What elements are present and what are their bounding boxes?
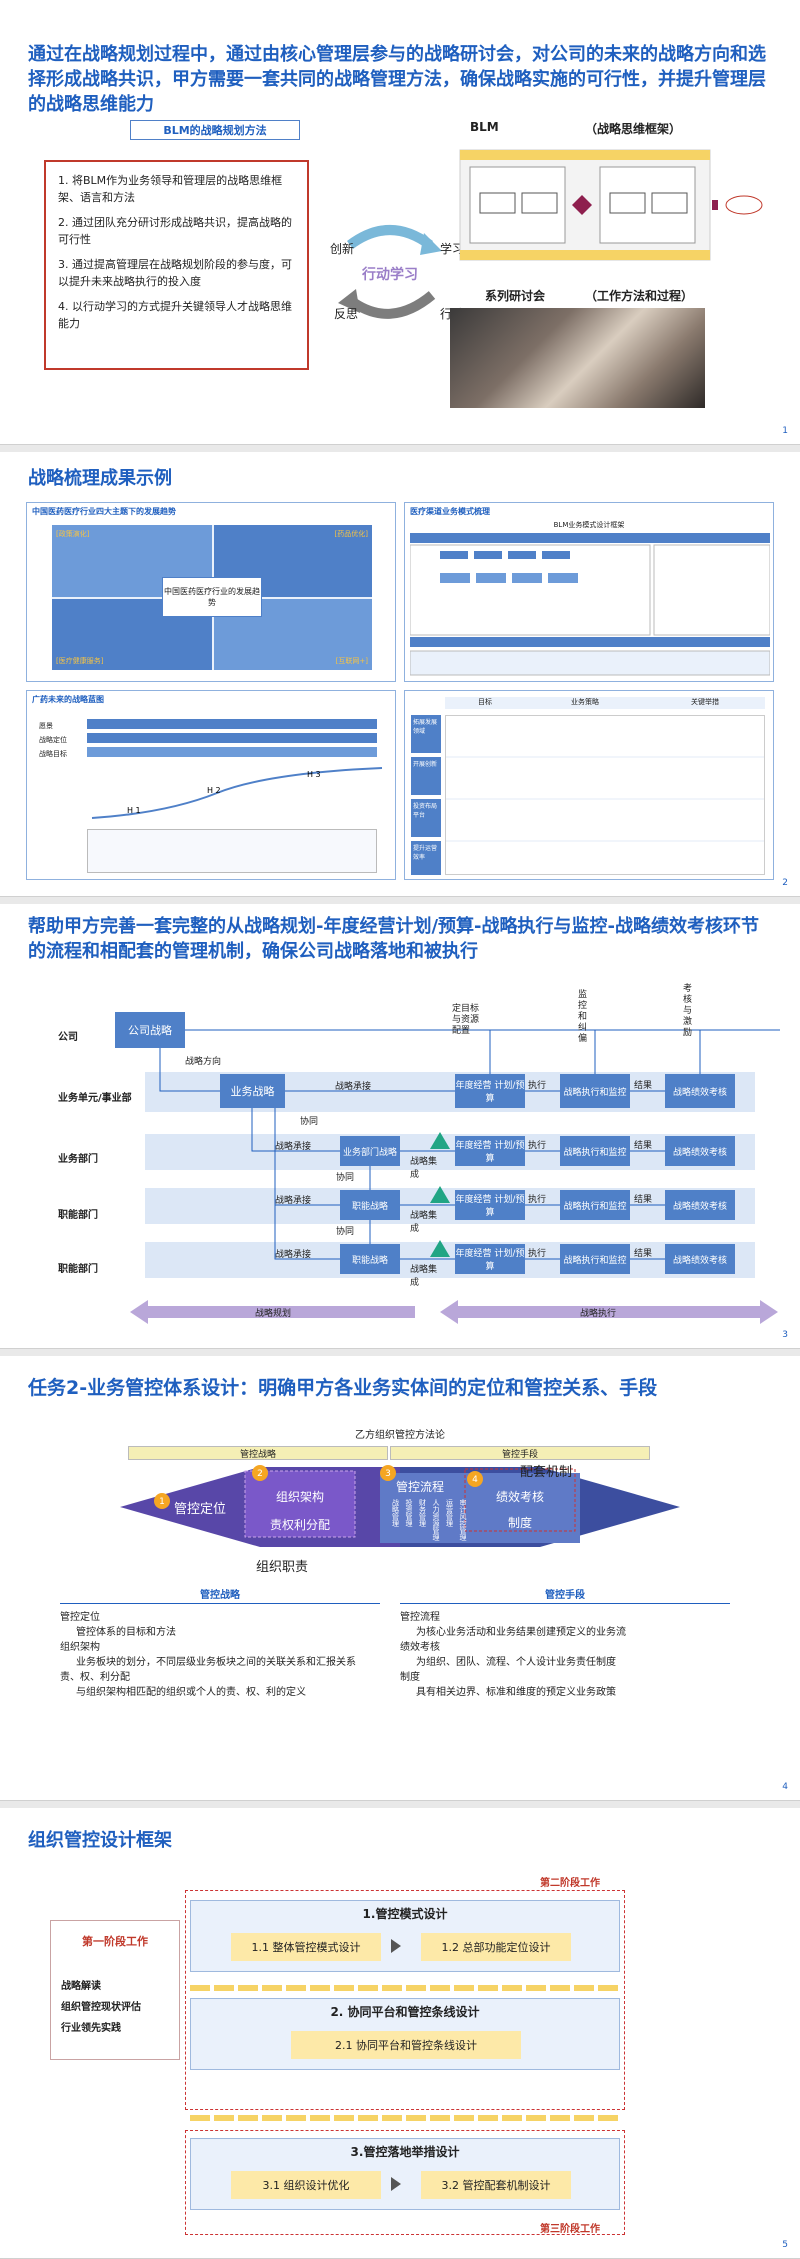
label-coord: 协同: [336, 1224, 354, 1237]
cycle-center-label: 行动学习: [361, 266, 418, 283]
slide-2-title: 战略梳理成果示例: [28, 466, 772, 491]
page-number: 3: [782, 1330, 788, 1340]
trend-corner: [医疗健康服务]: [56, 656, 103, 666]
blm-method-label: BLM的战略规划方法: [130, 120, 300, 140]
slide-1-title: 通过在战略规划过程中，通过由核心管理层参与的战略研讨会，对公司的未来的战略方向和…: [28, 42, 772, 117]
svg-text:绩效考核: 绩效考核: [496, 1489, 544, 1504]
phase2-label: 第二阶段工作: [540, 1874, 600, 1889]
label-execute: 执行: [528, 1192, 546, 1205]
label-direction: 战略方向: [185, 1054, 221, 1067]
label-integrate: 战略集成: [410, 1262, 440, 1288]
blueprint-thumbnail: 广药未来的战略蓝图 愿景 战略定位 战略目标 H 1 H 2 H 3: [26, 690, 396, 880]
trend-corner: [互联网+]: [336, 656, 368, 666]
svg-text:责权利分配: 责权利分配: [270, 1518, 330, 1532]
phase-right: 战略执行: [580, 1306, 616, 1319]
phase-connector-arrow: [180, 1978, 630, 1998]
svg-text:H 1: H 1: [127, 806, 141, 815]
section-3: 3.管控落地举措设计 3.1 组织设计优化 3.2 管控配套机制设计: [190, 2138, 620, 2210]
label-result: 结果: [634, 1138, 652, 1151]
slide-2: 战略梳理成果示例 中国医药医疗行业四大主题下的发展趋势 中国医药医疗行业的发展趋…: [0, 452, 800, 897]
label-cascade: 战略承接: [275, 1247, 311, 1260]
trend-corner: [药品优化]: [335, 529, 368, 539]
seminar-sub: （工作方法和过程）: [585, 287, 693, 304]
right-column: 管控手段 管控流程 为核心业务活动和业务结果创建预定义的业务流 绩效考核 为组织…: [400, 1588, 730, 1700]
svg-text:管控定位: 管控定位: [174, 1502, 226, 1517]
page-number: 4: [782, 1782, 788, 1792]
method-item: 2. 通过团队充分研讨形成战略共识，提高战略的可行性: [58, 214, 295, 248]
slide-4: 任务2-业务管控体系设计：明确甲方各业务实体间的定位和管控关系、手段 乙方组织管…: [0, 1356, 800, 1801]
phase3-label: 第三阶段工作: [540, 2220, 600, 2235]
page-number: 2: [782, 878, 788, 888]
svg-text:管控流程: 管控流程: [396, 1479, 444, 1494]
seminar-label: 系列研讨会: [485, 287, 545, 304]
label-execute: 执行: [528, 1138, 546, 1151]
page-number: 1: [782, 426, 788, 436]
cycle-reflect: 反思: [334, 305, 358, 322]
svg-text:制度: 制度: [508, 1515, 532, 1530]
method-item: 1. 将BLM作为业务领导和管理层的战略思维框架、语言和方法: [58, 172, 295, 206]
label-result: 结果: [634, 1192, 652, 1205]
channel-model-grid: [410, 533, 770, 678]
section-1: 1.管控模式设计 1.1 整体管控模式设计 1.2 总部功能定位设计: [190, 1900, 620, 1972]
slide-5: 组织管控设计框架 第一阶段工作 战略解读 组织管控现状评估 行业领先实践 第二阶…: [0, 1808, 800, 2259]
svg-text:1: 1: [159, 1497, 165, 1507]
org-duty-label: 组织职责: [256, 1556, 308, 1575]
label-coord: 协同: [336, 1170, 354, 1183]
phase-left: 战略规划: [255, 1306, 291, 1319]
band-left: 管控战略: [128, 1446, 388, 1460]
section-2: 2. 协同平台和管控条线设计 2.1 协同平台和管控条线设计: [190, 1998, 620, 2070]
flow-arrows: [0, 904, 800, 1349]
label-execute: 执行: [528, 1246, 546, 1259]
svg-text:组织架构: 组织架构: [276, 1489, 324, 1504]
seminar-photo: [450, 308, 705, 408]
page-number: 5: [782, 2240, 788, 2250]
svg-text:H 3: H 3: [307, 770, 321, 779]
label-integrate: 战略集成: [410, 1154, 440, 1180]
slide-4-title: 任务2-业务管控体系设计：明确甲方各业务实体间的定位和管控关系、手段: [28, 1376, 772, 1401]
svg-text:2: 2: [257, 1469, 263, 1479]
horizon-curve: H 1 H 2 H 3: [87, 763, 387, 823]
trend-thumbnail: 中国医药医疗行业四大主题下的发展趋势 中国医药医疗行业的发展趋势 [政策演化] …: [26, 502, 396, 682]
process-columns: 战略管理 投资管理 财务管理 人力资源管理 运营管理 审计风控管理: [388, 1499, 468, 1545]
left-column: 管控战略 管控定位 管控体系的目标和方法 组织架构 业务板块的划分，不同层级业务…: [60, 1588, 380, 1700]
mechanism-label: 配套机制: [520, 1461, 572, 1480]
label-incentive: 考核与激励: [683, 984, 695, 1039]
svg-text:3: 3: [385, 1469, 391, 1479]
label-result: 结果: [634, 1246, 652, 1259]
method-item: 3. 通过提高管理层在战略规划阶段的参与度，可以提升未来战略执行的投入度: [58, 256, 295, 290]
label-monitor: 监控和纠偏: [578, 990, 590, 1045]
blm-sub: （战略思维框架）: [585, 120, 681, 137]
blm-framework-diagram: [450, 145, 770, 265]
blm-label: BLM: [470, 120, 499, 134]
trend-corner: [政策演化]: [56, 529, 89, 539]
method-list-box: 1. 将BLM作为业务领导和管理层的战略思维框架、语言和方法 2. 通过团队充分…: [44, 160, 309, 370]
slide-1: 通过在战略规划过程中，通过由核心管理层参与的战略研讨会，对公司的未来的战略方向和…: [0, 0, 800, 445]
band-right: 管控手段: [390, 1446, 650, 1460]
label-cascade: 战略承接: [335, 1079, 371, 1092]
initiatives-thumbnail: 目标 业务策略 关键举措 拓展发展领域 开展创新 投资布局平台 提升运营效率: [404, 690, 774, 880]
label-cascade: 战略承接: [275, 1193, 311, 1206]
label-coord: 协同: [300, 1114, 318, 1127]
label-integrate: 战略集成: [410, 1208, 440, 1234]
label-goals: 定目标与资源配置: [452, 1004, 486, 1037]
phase1-box: 第一阶段工作 战略解读 组织管控现状评估 行业领先实践: [50, 1920, 180, 2060]
label-cascade: 战略承接: [275, 1139, 311, 1152]
cycle-innovate: 创新: [330, 240, 354, 257]
channel-model-thumbnail: 医疗渠道业务模式梳理 BLM业务模式设计框架: [404, 502, 774, 682]
slide-3: 帮助甲方完善一套完整的从战略规划-年度经营计划/预算-战略执行与监控-战略绩效考…: [0, 904, 800, 1349]
svg-text:H 2: H 2: [207, 786, 221, 795]
slide-4-subtitle: 乙方组织管控方法论: [0, 1426, 800, 1441]
method-item: 4. 以行动学习的方式提升关键领导人才战略思维能力: [58, 298, 295, 332]
label-result: 结果: [634, 1078, 652, 1091]
action-learning-cycle: 行动学习: [320, 205, 460, 345]
label-execute: 执行: [528, 1078, 546, 1091]
trend-center: 中国医药医疗行业的发展趋势: [162, 577, 262, 617]
phase-connector-arrow: [180, 2108, 630, 2128]
slide-5-title: 组织管控设计框架: [28, 1828, 772, 1853]
svg-text:4: 4: [472, 1475, 478, 1485]
